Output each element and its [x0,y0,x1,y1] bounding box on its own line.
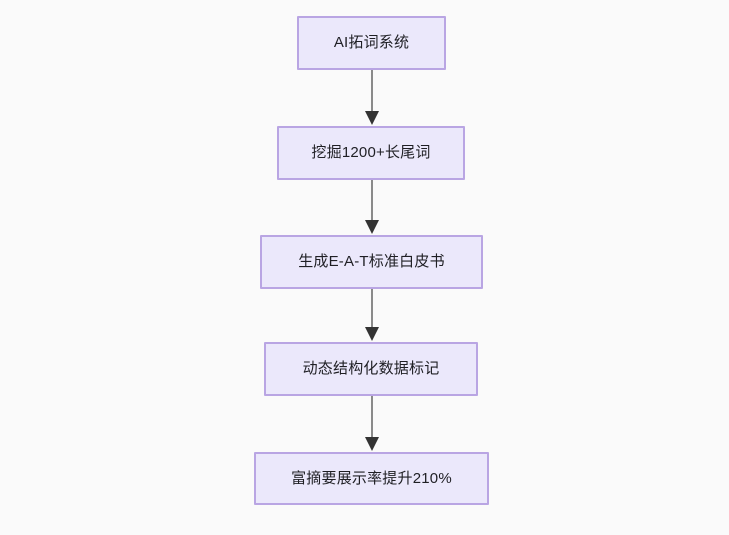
flow-node-label: 挖掘1200+长尾词 [311,144,431,161]
flow-edge-3 [360,289,384,342]
arrowhead-icon [365,111,379,125]
flow-edge-2 [360,180,384,235]
flow-edge-4 [360,396,384,452]
flow-node-label: 动态结构化数据标记 [302,360,440,377]
arrowhead-icon [365,327,379,341]
flow-node-mine-longtail-keywords[interactable]: 挖掘1200+长尾词 [277,126,465,180]
flow-node-ai-keyword-system[interactable]: AI拓词系统 [297,16,446,70]
arrowhead-icon [365,437,379,451]
flow-node-label: AI拓词系统 [333,34,410,51]
flow-edge-1 [360,70,384,126]
flow-node-dynamic-structured-data-markup[interactable]: 动态结构化数据标记 [264,342,478,396]
flow-node-label: 生成E-A-T标准白皮书 [298,253,445,270]
flow-node-generate-eat-whitepaper[interactable]: 生成E-A-T标准白皮书 [260,235,483,289]
flow-node-rich-snippet-rate-increase[interactable]: 富摘要展示率提升210% [254,452,489,505]
flow-node-label: 富摘要展示率提升210% [291,469,452,487]
arrowhead-icon [365,220,379,234]
